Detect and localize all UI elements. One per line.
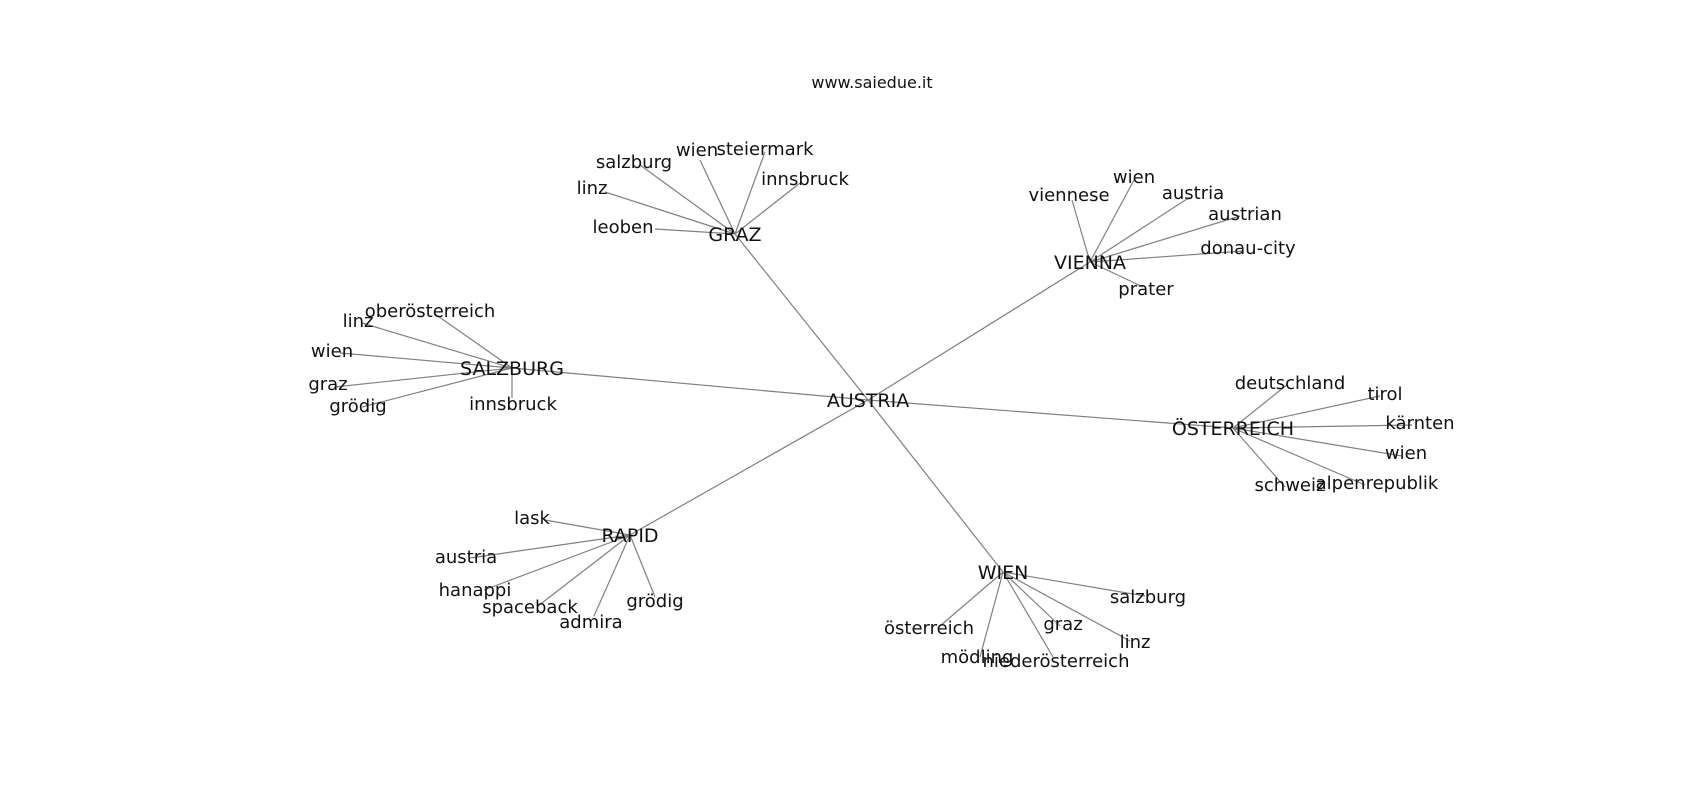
- edge-hub-to-leaf: [544, 519, 631, 536]
- edge-hub-to-leaf: [939, 571, 1004, 627]
- edge-root-to-hub: [734, 233, 869, 401]
- edge-hub-to-leaf: [979, 571, 1004, 658]
- leaf-node-label: mödling: [941, 647, 1014, 668]
- edge-hub-to-leaf: [1089, 250, 1244, 263]
- edge-hub-to-leaf: [629, 534, 656, 598]
- leaf-node-label: admira: [559, 612, 622, 633]
- edge-hub-to-leaf: [593, 534, 631, 617]
- edge-root-to-hub: [629, 399, 869, 536]
- edge-hub-to-leaf: [1002, 571, 1054, 658]
- leaf-node-label: hanappi: [439, 580, 512, 601]
- edge-hub-to-leaf: [734, 182, 801, 235]
- leaf-node-label: viennese: [1028, 185, 1109, 206]
- edge-root-to-hub: [867, 399, 1234, 429]
- leaf-node-label: innsbruck: [761, 169, 849, 190]
- leaf-node-label: spaceback: [482, 597, 578, 618]
- leaf-node-label: salzburg: [596, 152, 672, 173]
- leaf-node-label: lask: [514, 508, 550, 529]
- edge-hub-to-leaf: [434, 313, 513, 369]
- leaf-node-label: schweiz: [1255, 475, 1326, 496]
- edge-hub-to-leaf: [1232, 427, 1366, 486]
- leaf-node-label: linz: [577, 178, 608, 199]
- hub-node-label: ÖSTERREICH: [1172, 417, 1294, 440]
- hub-node-label: SALZBURG: [460, 358, 564, 380]
- edge-hub-to-leaf: [361, 367, 513, 408]
- edge-root-to-hub: [867, 261, 1091, 401]
- edge-hub-to-leaf: [639, 164, 736, 235]
- leaf-node-label: linz: [1120, 632, 1151, 653]
- edge-hub-to-leaf: [1002, 571, 1146, 597]
- edge-hub-to-leaf: [334, 367, 513, 388]
- leaf-node-label: österreich: [884, 618, 974, 639]
- leaf-node-label: oberösterreich: [365, 301, 496, 322]
- leaf-node-label: linz: [343, 311, 374, 332]
- edge-root-to-hub: [511, 367, 869, 401]
- leaf-node-label: wien: [676, 140, 718, 161]
- edge-hub-to-leaf: [734, 151, 766, 235]
- graph-edges: [334, 151, 1413, 658]
- leaf-node-label: steiermark: [716, 139, 814, 160]
- edge-hub-to-leaf: [1232, 427, 1403, 457]
- leaf-node-label: tirol: [1367, 384, 1402, 405]
- leaf-node-label: wien: [1113, 167, 1155, 188]
- edge-hub-to-leaf: [1089, 179, 1135, 263]
- leaf-node-label: niederösterreich: [983, 651, 1130, 672]
- leaf-node-label: grödig: [329, 396, 386, 417]
- hub-node-label: GRAZ: [708, 224, 761, 246]
- edge-root-to-hub: [867, 399, 1004, 573]
- leaf-node-label: austria: [435, 547, 497, 568]
- edge-hub-to-leaf: [1232, 424, 1413, 429]
- edge-hub-to-leaf: [1232, 383, 1289, 429]
- leaf-node-label: graz: [1043, 614, 1082, 635]
- leaf-node-label: austria: [1162, 183, 1224, 204]
- leaf-node-label: salzburg: [1110, 587, 1186, 608]
- edge-hub-to-leaf: [469, 534, 631, 559]
- edge-hub-to-leaf: [1232, 395, 1381, 429]
- edge-hub-to-leaf: [361, 322, 513, 369]
- edge-hub-to-leaf: [1232, 427, 1286, 488]
- hub-node-label: RAPID: [601, 525, 658, 547]
- edge-hub-to-leaf: [1089, 196, 1191, 263]
- edge-hub-to-leaf: [654, 228, 736, 235]
- leaf-node-label: wien: [311, 341, 353, 362]
- edge-hub-to-leaf: [537, 534, 631, 607]
- edge-hub-to-leaf: [1089, 215, 1241, 263]
- site-title: www.saiedue.it: [811, 73, 932, 92]
- hub-node-label: VIENNA: [1054, 252, 1126, 274]
- edge-hub-to-leaf: [604, 191, 736, 235]
- leaf-node-label: prater: [1118, 279, 1174, 300]
- hub-node-label: WIEN: [978, 562, 1029, 584]
- edge-hub-to-leaf: [1002, 571, 1131, 642]
- leaf-node-label: kärnten: [1385, 413, 1454, 434]
- leaf-node-label: grödig: [626, 591, 683, 612]
- leaf-node-label: deutschland: [1235, 373, 1346, 394]
- edge-hub-to-leaf: [339, 352, 513, 369]
- edge-hub-to-leaf: [1071, 199, 1091, 263]
- edge-hub-to-leaf: [483, 534, 631, 591]
- root-node-label: AUSTRIA: [827, 390, 909, 412]
- leaf-node-label: wien: [1385, 443, 1427, 464]
- edge-hub-to-leaf: [1089, 261, 1144, 288]
- edge-hub-to-leaf: [1002, 571, 1061, 627]
- leaf-node-label: austrian: [1208, 204, 1282, 225]
- leaf-node-label: donau-city: [1200, 238, 1296, 259]
- leaf-node-label: alpenrepublik: [1316, 473, 1439, 494]
- leaf-node-label: leoben: [593, 217, 654, 238]
- leaf-node-label: innsbruck: [469, 394, 557, 415]
- leaf-node-label: graz: [308, 374, 347, 395]
- graph-labels: salzburgwiensteiermarkinnsbrucklinzleobe…: [308, 139, 1454, 672]
- edge-hub-to-leaf: [699, 159, 736, 235]
